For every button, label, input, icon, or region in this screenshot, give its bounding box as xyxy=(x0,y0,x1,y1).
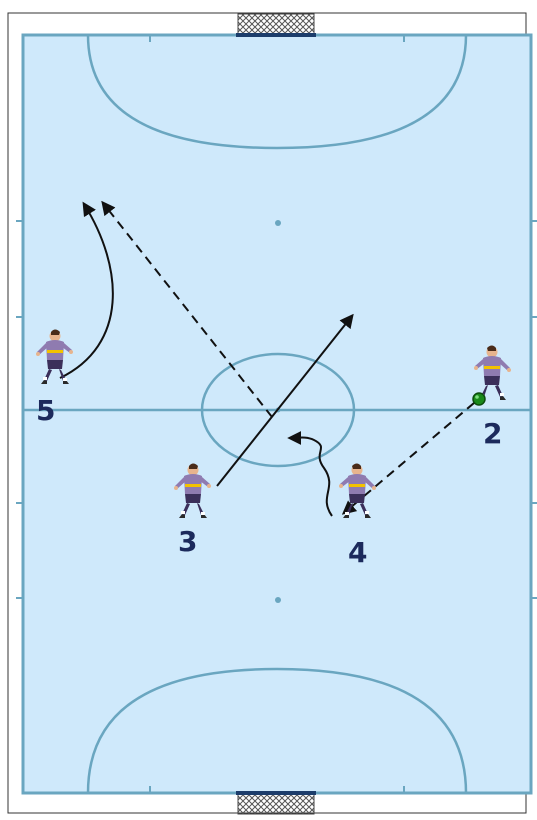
top-penalty-area xyxy=(86,34,468,150)
top-goal-net xyxy=(237,13,315,35)
bottom-goal-net xyxy=(237,793,315,815)
pass-arrow-to-top-left xyxy=(101,200,273,418)
player-number-3: 3 xyxy=(178,525,197,558)
player-number-2: 2 xyxy=(483,417,502,450)
pass-arrow-2-to-4 xyxy=(341,402,475,515)
player-number-4: 4 xyxy=(348,536,367,569)
dribble-arrow-player-4 xyxy=(287,430,333,517)
run-arrow-player-5 xyxy=(59,201,114,379)
bottom-penalty-spot xyxy=(275,597,281,603)
run-arrow-player-3 xyxy=(216,313,354,487)
ball-highlight xyxy=(475,395,479,399)
top-penalty-spot xyxy=(275,220,281,226)
bottom-goal-bar xyxy=(236,791,316,795)
ball xyxy=(472,392,486,406)
center-circle xyxy=(200,352,356,468)
bottom-penalty-area xyxy=(86,667,468,794)
court-surface xyxy=(21,33,533,795)
top-goal-bar xyxy=(236,33,316,37)
player-number-5: 5 xyxy=(36,394,55,427)
sideline-ticks xyxy=(16,35,537,793)
